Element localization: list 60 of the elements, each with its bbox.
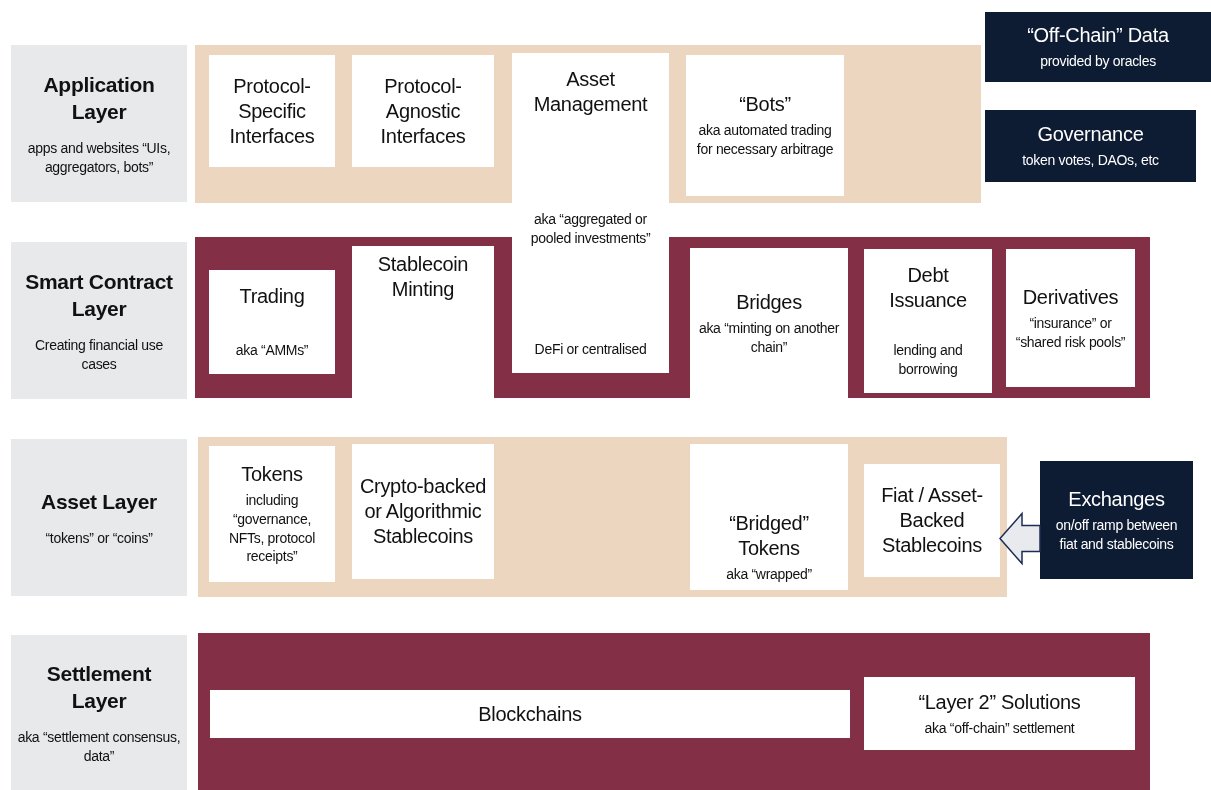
box-description: apps and websites “UIs, aggregators, bots” (26, 138, 172, 177)
box-title: “Off-Chain” Data (1027, 23, 1169, 49)
layer-band (198, 437, 1007, 597)
box-description: lending and borrowing (892, 341, 964, 379)
box-title: Derivatives (1022, 284, 1119, 310)
box-description: aka “settlement consensus, data” (17, 727, 181, 766)
box-title: Bridges (736, 289, 802, 315)
layer-title: Application Layer (42, 72, 156, 125)
component-box (209, 55, 335, 167)
box-description: aka “wrapped” (726, 565, 812, 584)
box-description: “tokens” or “coins” (45, 529, 153, 549)
box-description: Creating financial use cases (33, 335, 164, 374)
box-title: Debt Issuance (888, 263, 968, 313)
component-box (690, 444, 848, 590)
box-title: Trading (239, 284, 305, 309)
layer-title: Asset Layer (41, 488, 157, 515)
box-description: aka “aggregated or pooled investments” (529, 209, 652, 248)
component-box (210, 690, 850, 738)
component-box (864, 464, 1000, 577)
box-title: Tokens (241, 461, 303, 487)
component-box (690, 248, 848, 398)
box-title: Blockchains (478, 701, 582, 727)
block-arrow (999, 511, 1041, 566)
box-title: Governance (1037, 122, 1144, 148)
box-description: on/off ramp between fiat and stablecoins (1054, 515, 1179, 554)
box-description: including “governance, NFTs, protocol receipts” (227, 490, 317, 567)
component-box (864, 249, 992, 393)
component-box (352, 444, 494, 579)
box-description: DeFi or centralised (534, 340, 647, 359)
box-title: Exchanges (1068, 486, 1165, 512)
layer-title: Smart Contract Layer (24, 269, 174, 322)
box-description: “insurance” or “shared risk pools” (1014, 313, 1127, 352)
component-box (209, 270, 335, 374)
component-box (686, 55, 844, 196)
external-box (1040, 461, 1193, 579)
external-box (985, 110, 1196, 182)
box-description: provided by oracles (1040, 52, 1156, 71)
box-title: Crypto-backed or Algorithmic Stablecoins (358, 474, 488, 549)
box-title: “Bridged” Tokens (728, 511, 810, 562)
layer-title: Settlement Layer (45, 661, 153, 714)
box-description: aka “off-chain” settlement (924, 718, 1075, 738)
component-box (1006, 249, 1135, 387)
box-description: token votes, DAOs, etc (1022, 151, 1159, 170)
box-title: Protocol-Specific Interfaces (228, 73, 316, 149)
box-title: Stablecoin Minting (376, 252, 470, 302)
box-description: aka automated trading for necessary arbitrage (695, 121, 835, 159)
box-title: Fiat / Asset-Backed Stablecoins (880, 483, 984, 558)
component-box (512, 53, 669, 373)
component-box (352, 55, 494, 167)
component-box (352, 246, 494, 398)
external-box (985, 12, 1211, 82)
box-title: Asset Management (532, 67, 649, 117)
component-box (864, 677, 1135, 750)
component-box (209, 446, 335, 582)
layer-band (198, 633, 1150, 790)
box-title: Protocol-Agnostic Interfaces (379, 73, 467, 149)
box-description: aka “AMMs” (235, 341, 309, 360)
box-title: “Layer 2” Solutions (918, 689, 1081, 715)
box-title: “Bots” (739, 92, 791, 118)
box-description: aka “minting on another chain” (697, 318, 841, 357)
